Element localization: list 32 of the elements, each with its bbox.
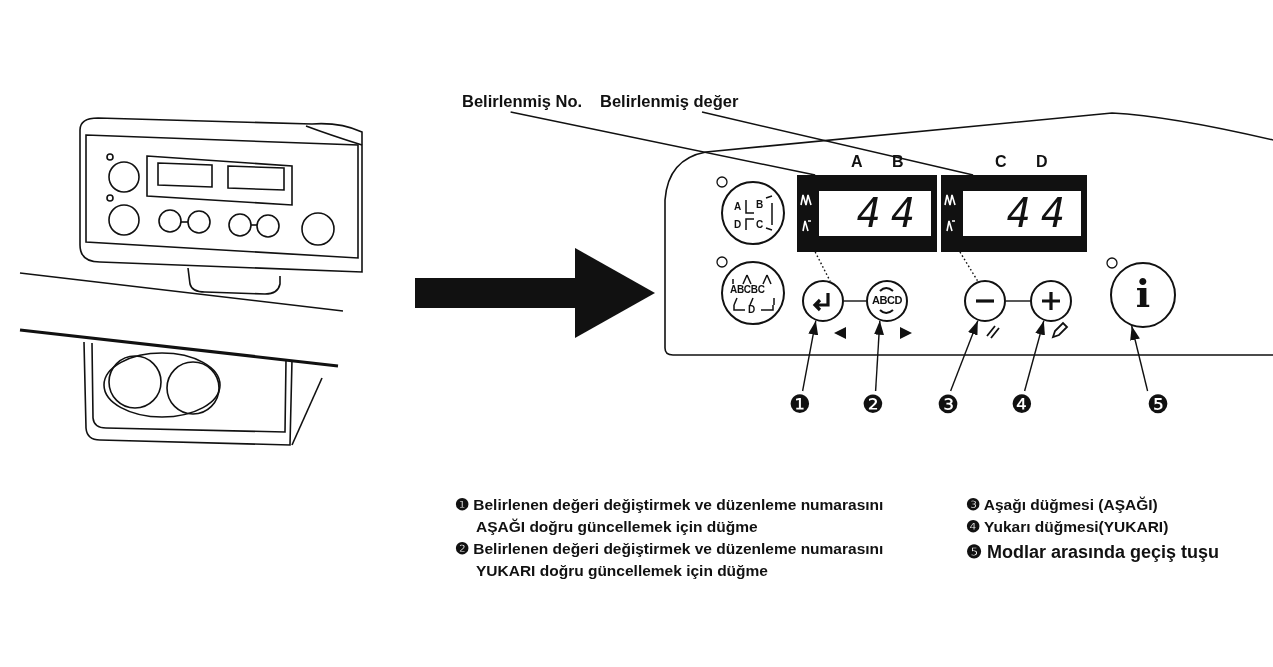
leader-arrow [801,320,819,392]
callout-number: ❶ [787,391,813,419]
column-letter: B [892,153,904,171]
display-digits: 44 [856,191,925,236]
description-text: ❸ Aşağı düğmesi (AŞAĞI) [966,495,1159,515]
connector-line [1005,300,1031,302]
field-label: Belirlenmiş değer [600,90,770,112]
dotted-line [959,251,979,282]
column-letter: C [995,153,1007,171]
display-digits: 44 [1006,191,1075,236]
dotted-line [814,251,831,282]
leader-arrow [874,320,884,392]
lcd-display [797,175,937,252]
column-letter: A [851,153,863,171]
connector-line [843,300,867,302]
description-text: ❶ Belirlenen değeri değiştirmek ve düzenleme numarasını AŞAĞI doğru güncellemek için düğme [455,495,885,537]
leader-arrow [1023,320,1045,392]
description-text: ❺ Modlar arasında geçiş tuşu [966,541,1221,564]
arrow [415,247,655,338]
leader-arrow [949,320,979,392]
leader-arrow [1130,325,1149,392]
leader-line [701,111,974,176]
leader-line [509,111,816,176]
callout-number: ❺ [1145,391,1171,419]
callout-number: ❸ [935,391,961,419]
description-text: ❷ Belirlenen değeri değiştirmek ve düzenleme numarasını YUKARI doğru güncellemek için düğme [455,539,885,581]
callout-number: ❹ [1009,391,1035,419]
callout-number: ❷ [860,391,886,419]
description-text: ❹ Yukarı düğmesi(YUKARI) [966,517,1170,537]
lcd-display [941,175,1087,252]
field-label: Belirlenmiş No. [462,90,597,112]
column-letter: D [1036,153,1048,171]
